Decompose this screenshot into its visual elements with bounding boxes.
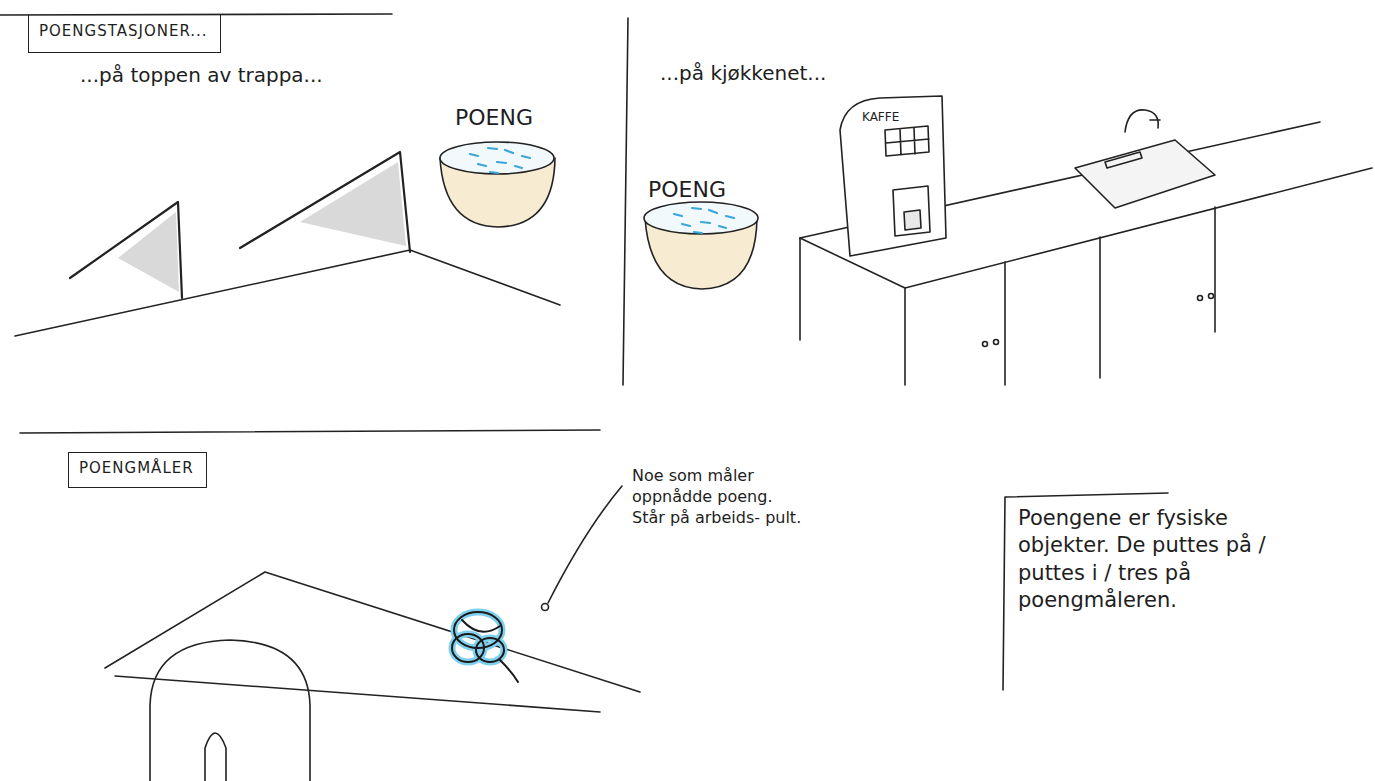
meter-glow xyxy=(452,612,504,662)
knob xyxy=(994,340,999,345)
stair-step xyxy=(240,152,410,252)
divider xyxy=(623,18,628,385)
counter-edge xyxy=(904,288,906,385)
heading-box: POENGSTASJONER... xyxy=(28,15,221,53)
desk-edge xyxy=(115,676,600,712)
stair-step xyxy=(70,202,182,298)
coffee-dispenser xyxy=(893,186,930,236)
bowl-rim xyxy=(440,142,554,174)
leader-line xyxy=(548,486,622,603)
sketch-label: POENG xyxy=(648,176,726,205)
callout-note: Noe som måler oppnådde poeng. Står på ar… xyxy=(632,466,807,528)
sketch-lines xyxy=(0,14,1372,781)
sketch-label: ...på toppen av trappa... xyxy=(80,62,323,88)
sink xyxy=(1075,140,1215,208)
knob xyxy=(983,342,988,347)
point-meter xyxy=(452,612,518,682)
heading-text: POENGMÅLER xyxy=(79,459,194,479)
desk-top xyxy=(105,572,640,692)
meter-loops xyxy=(452,612,518,682)
coffee-menu xyxy=(885,126,929,156)
stair-shade xyxy=(300,162,406,246)
coffee-machine xyxy=(840,96,946,256)
heading-text: POENGSTASJONER... xyxy=(39,22,208,42)
token xyxy=(470,148,530,173)
note-box: Poengene er fysiske objekter. De puttes … xyxy=(1018,505,1322,619)
machine-label: KAFFE xyxy=(862,110,899,126)
leader-dot xyxy=(542,604,549,611)
point-tokens xyxy=(470,148,734,233)
bowl-rim xyxy=(644,202,758,234)
heading-box: POENGMÅLER xyxy=(68,452,207,488)
knob xyxy=(1198,296,1203,301)
coffee-cup xyxy=(904,210,921,230)
chair-hole xyxy=(205,733,226,781)
floor-line xyxy=(15,250,560,336)
counter-side xyxy=(799,238,801,340)
knob xyxy=(1209,294,1214,299)
sketch-label: ...på kjøkkenet... xyxy=(660,60,826,86)
cabinet-door xyxy=(1214,207,1216,332)
cabinet-door xyxy=(1099,237,1101,378)
chair-back xyxy=(150,640,310,781)
header-rule xyxy=(20,430,600,433)
cabinet-door xyxy=(1004,262,1006,385)
token xyxy=(674,208,734,233)
sink-drain xyxy=(1105,152,1142,168)
faucet xyxy=(1125,110,1160,132)
note-text: Poengene er fysiske objekter. De puttes … xyxy=(1018,505,1318,614)
sketch-label: POENG xyxy=(455,104,533,133)
